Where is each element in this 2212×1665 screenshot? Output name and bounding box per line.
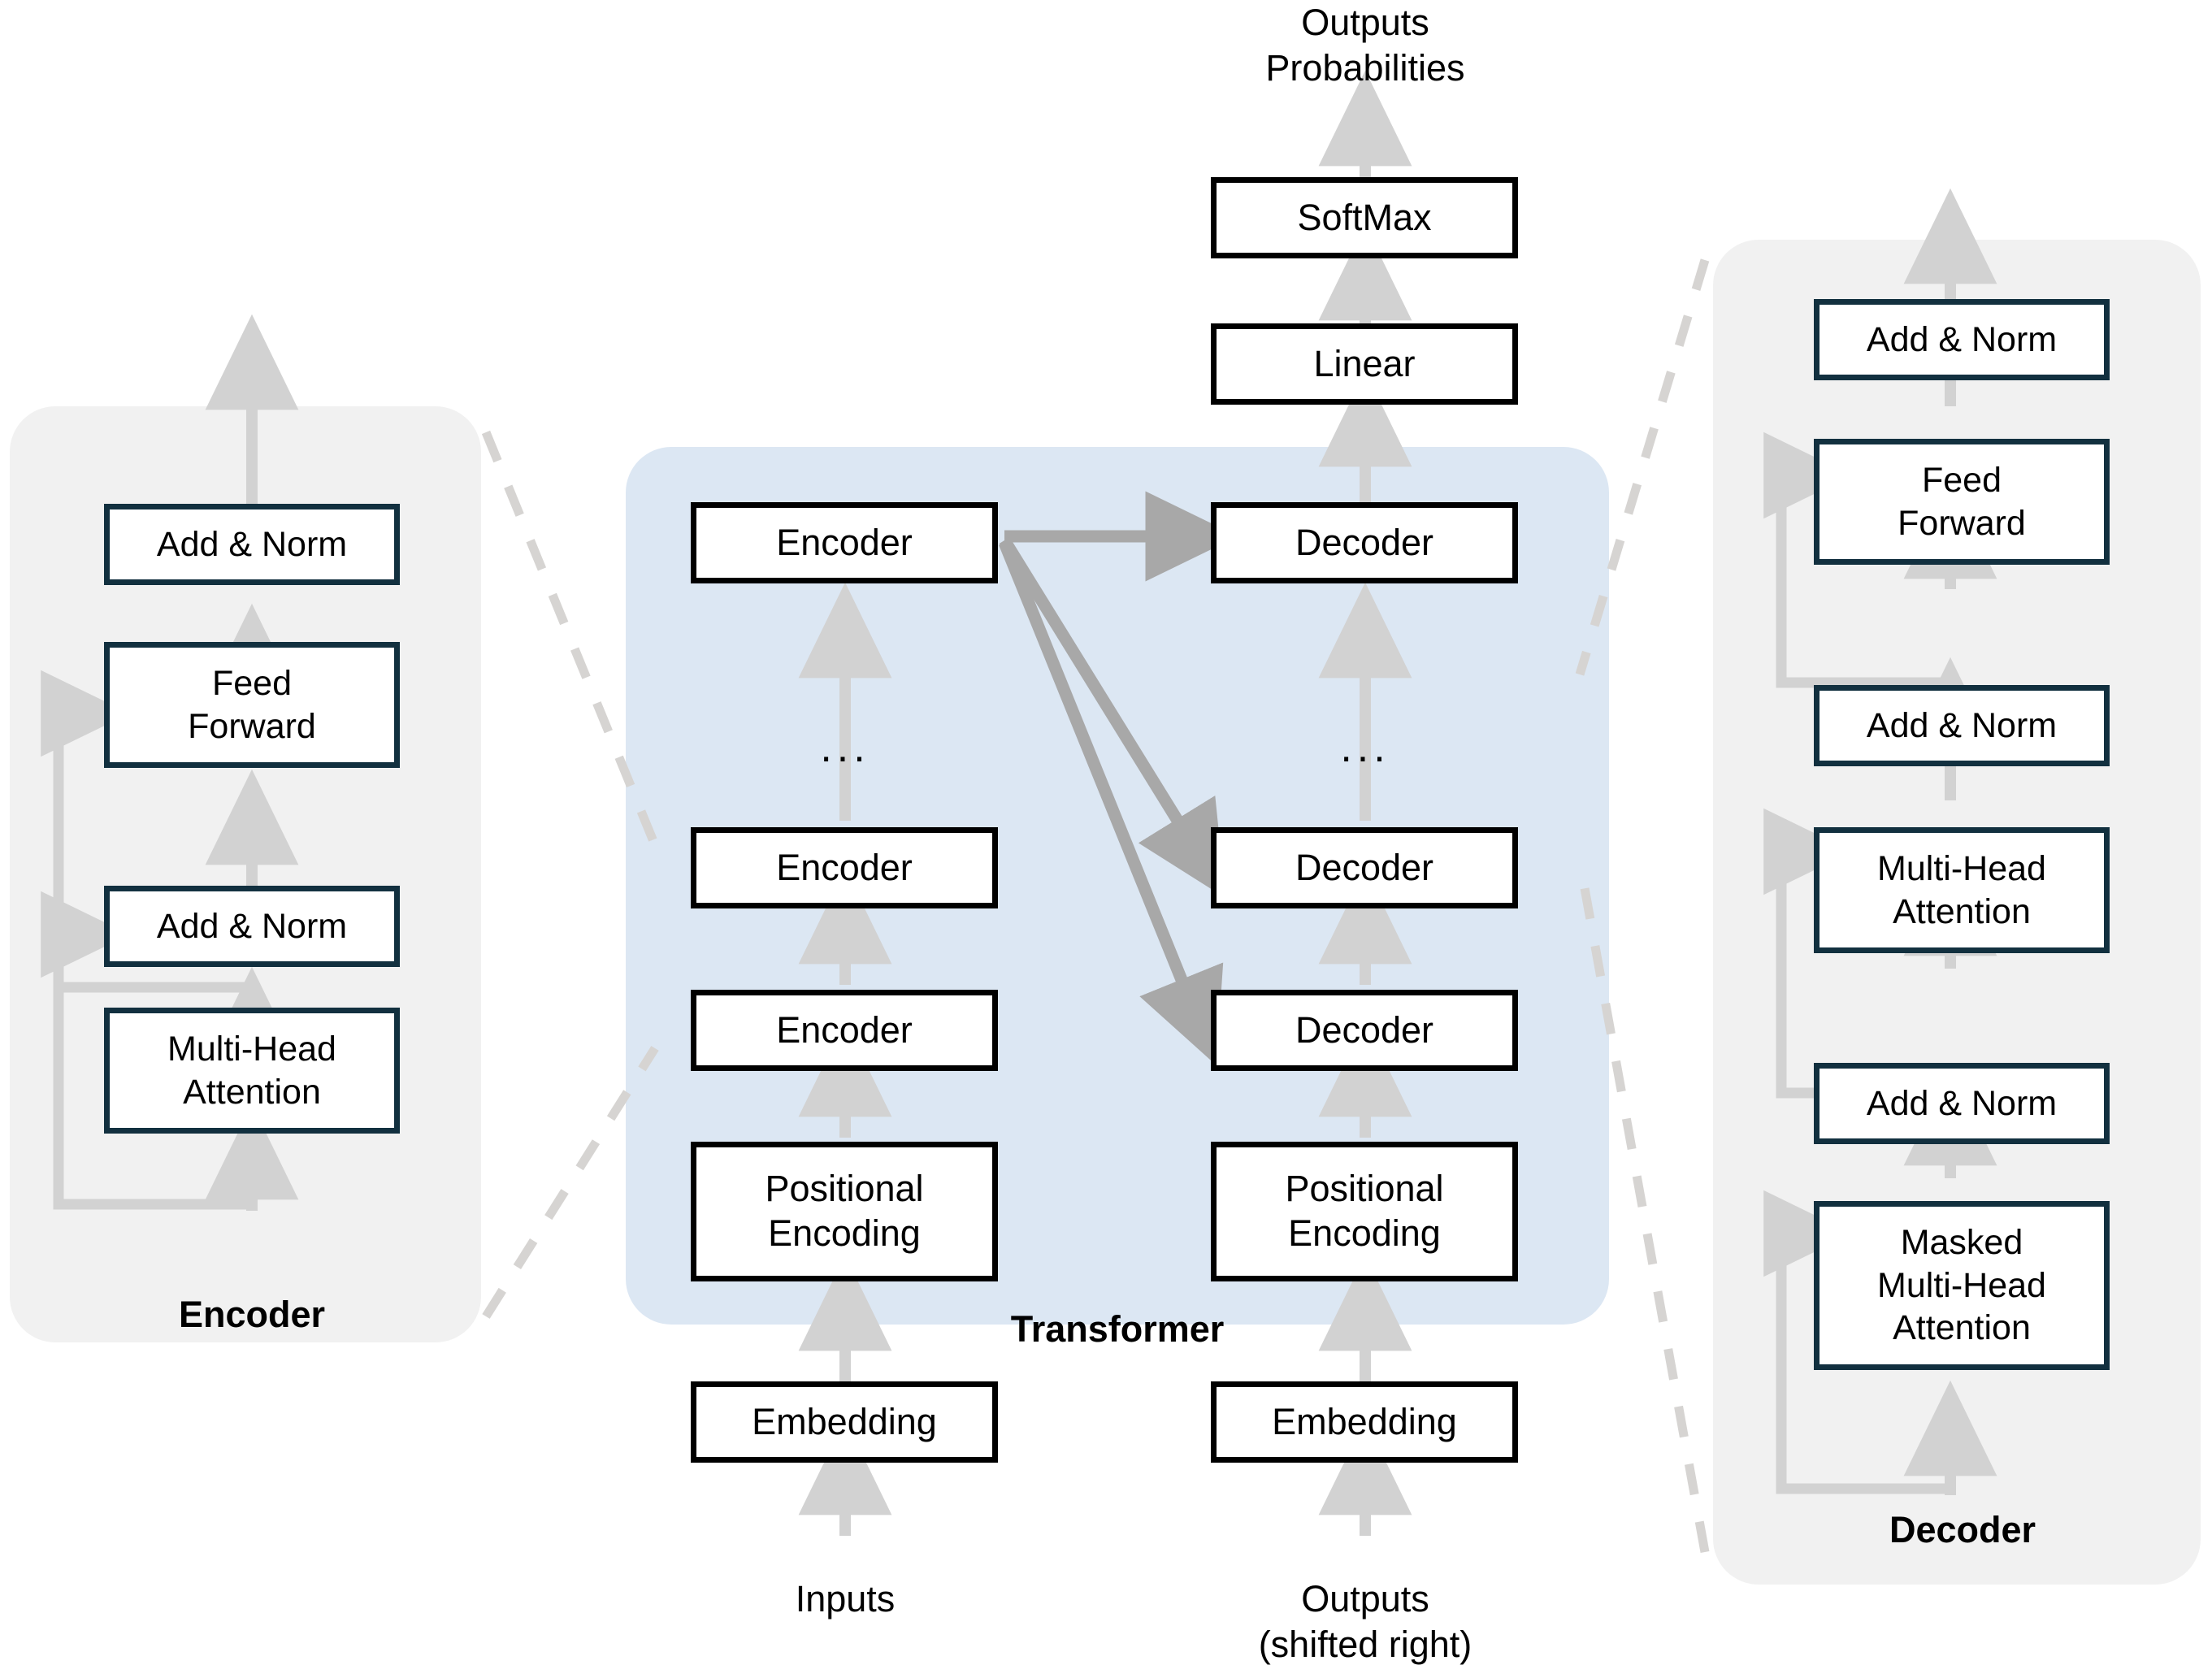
- softmax-box[interactable]: SoftMax: [1211, 177, 1518, 258]
- decoder-add-norm-1[interactable]: Add & Norm: [1814, 1063, 2110, 1144]
- transformer-encoder-top[interactable]: Encoder: [691, 502, 998, 583]
- encoder-add-norm-1[interactable]: Add & Norm: [104, 886, 400, 967]
- decoder-multi-head-attention[interactable]: Multi-Head Attention: [1814, 827, 2110, 953]
- decoder-add-norm-3[interactable]: Add & Norm: [1814, 299, 2110, 380]
- decoder-panel-label: Decoder: [1889, 1509, 2036, 1550]
- transformer-encoder-bottom[interactable]: Encoder: [691, 990, 998, 1071]
- inputs-label: Inputs: [795, 1578, 896, 1619]
- decoder-masked-multi-head-attention[interactable]: Masked Multi-Head Attention: [1814, 1201, 2110, 1370]
- positional-encoding-right[interactable]: Positional Encoding: [1211, 1142, 1518, 1281]
- outputs-shifted-right-label: Outputs (shifted right): [1258, 1578, 1472, 1665]
- transformer-encoder-mid[interactable]: Encoder: [691, 827, 998, 908]
- encoder-stack-ellipsis: ...: [820, 724, 870, 771]
- encoder-panel-label: Encoder: [178, 1294, 326, 1335]
- encoder-feed-forward[interactable]: Feed Forward: [104, 642, 400, 768]
- decoder-add-norm-2[interactable]: Add & Norm: [1814, 685, 2110, 766]
- transformer-panel-label: Transformer: [1010, 1308, 1225, 1350]
- transformer-decoder-top[interactable]: Decoder: [1211, 502, 1518, 583]
- outputs-probabilities-label: Outputs Probabilities: [1265, 2, 1465, 89]
- decoder-feed-forward[interactable]: Feed Forward: [1814, 439, 2110, 565]
- positional-encoding-left[interactable]: Positional Encoding: [691, 1142, 998, 1281]
- transformer-decoder-mid[interactable]: Decoder: [1211, 827, 1518, 908]
- linear-box[interactable]: Linear: [1211, 323, 1518, 405]
- decoder-stack-ellipsis: ...: [1340, 724, 1390, 771]
- encoder-add-norm-2[interactable]: Add & Norm: [104, 504, 400, 585]
- encoder-multi-head-attention[interactable]: Multi-Head Attention: [104, 1008, 400, 1134]
- embedding-right[interactable]: Embedding: [1211, 1381, 1518, 1463]
- embedding-left[interactable]: Embedding: [691, 1381, 998, 1463]
- transformer-decoder-bottom[interactable]: Decoder: [1211, 990, 1518, 1071]
